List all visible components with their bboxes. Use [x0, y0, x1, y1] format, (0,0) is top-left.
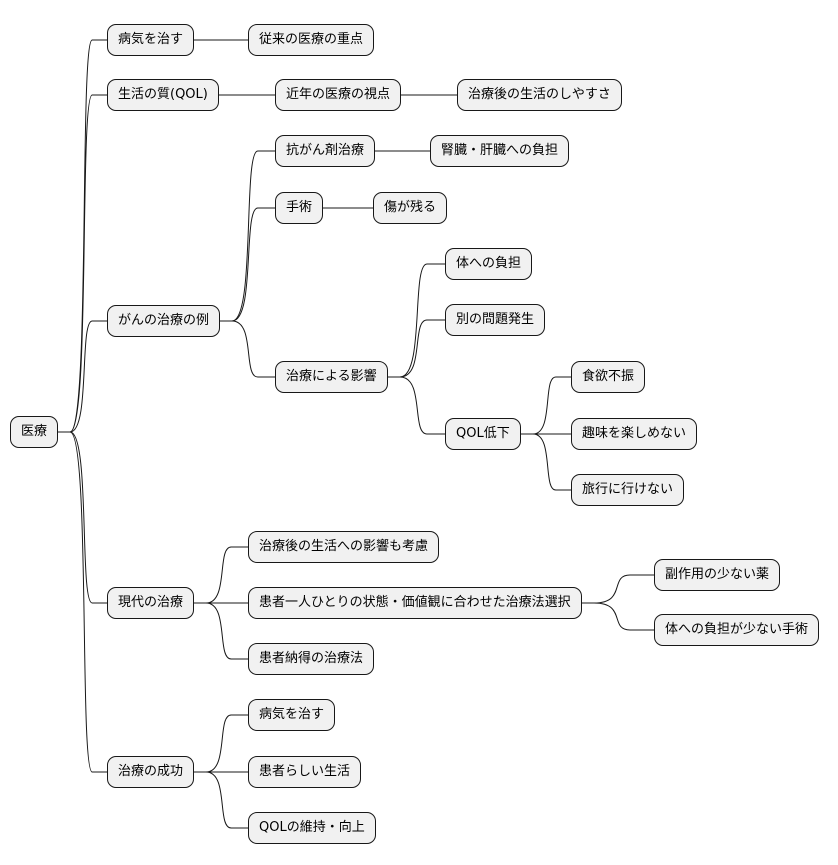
- connector-gendai-nattoku: [194, 602, 248, 660]
- node-seiko: 治療の成功: [107, 756, 195, 788]
- node-fukusayo: 副作用の少ない薬: [654, 559, 781, 591]
- node-gendai: 現代の治療: [107, 587, 195, 619]
- node-ryoko: 旅行に行けない: [571, 474, 685, 506]
- node-kougan: 抗がん剤治療: [275, 135, 376, 167]
- node-juurai: 従来の医療の重点: [248, 24, 375, 56]
- connector-root-seikatsu: [58, 94, 107, 433]
- node-kizu: 傷が残る: [373, 192, 448, 224]
- connector-gendai-kouryo: [194, 546, 248, 604]
- connector-gan-shujutsu: [220, 207, 275, 322]
- node-byoki2: 病気を治す: [248, 699, 336, 731]
- node-nattoku: 患者納得の治療法: [248, 643, 375, 675]
- connector-gan-eikyo: [220, 320, 275, 378]
- node-root: 医療: [10, 416, 59, 448]
- connector-root-gendai: [58, 431, 107, 604]
- node-chiryogo: 治療後の生活のしやすさ: [457, 79, 622, 111]
- connector-eikyo-qolteika: [388, 376, 445, 435]
- connector-seiko-byoki2: [194, 714, 248, 773]
- node-byoki: 病気を治す: [107, 24, 195, 56]
- connector-qolteika-ryoko: [521, 433, 571, 491]
- node-betsu: 別の問題発生: [445, 304, 546, 336]
- node-karada: 体への負担: [445, 248, 533, 280]
- node-shokuyoku: 食欲不振: [571, 361, 646, 393]
- node-seikatsu: 生活の質(QOL): [107, 79, 219, 111]
- connector-root-byoki: [58, 39, 107, 433]
- node-qolteika: QOL低下: [445, 418, 521, 450]
- connector-eikyo-karada: [388, 263, 445, 378]
- node-jinzo: 腎臓・肝臓への負担: [430, 135, 570, 167]
- node-futan: 体への負担が少ない手術: [654, 614, 820, 646]
- connector-sentaku-futan: [582, 602, 654, 631]
- connector-qolteika-shokuyoku: [521, 376, 571, 435]
- connector-gan-kougan: [220, 150, 275, 322]
- node-kouryo: 治療後の生活への影響も考慮: [248, 531, 440, 563]
- node-sentaku: 患者一人ひとりの状態・価値観に合わせた治療法選択: [248, 587, 582, 619]
- connector-root-seiko: [58, 431, 107, 773]
- connector-eikyo-betsu: [388, 319, 445, 378]
- node-kinnen: 近年の医療の視点: [275, 79, 402, 111]
- node-shumi: 趣味を楽しめない: [571, 418, 698, 450]
- connector-sentaku-fukusayo: [582, 574, 654, 604]
- node-iji: QOLの維持・向上: [248, 812, 376, 844]
- node-shujutsu: 手術: [275, 192, 324, 224]
- node-gan: がんの治療の例: [107, 305, 221, 337]
- node-eikyo: 治療による影響: [275, 361, 388, 393]
- connector-seiko-iji: [194, 771, 248, 829]
- connector-root-gan: [58, 320, 107, 433]
- node-rashii: 患者らしい生活: [248, 756, 362, 788]
